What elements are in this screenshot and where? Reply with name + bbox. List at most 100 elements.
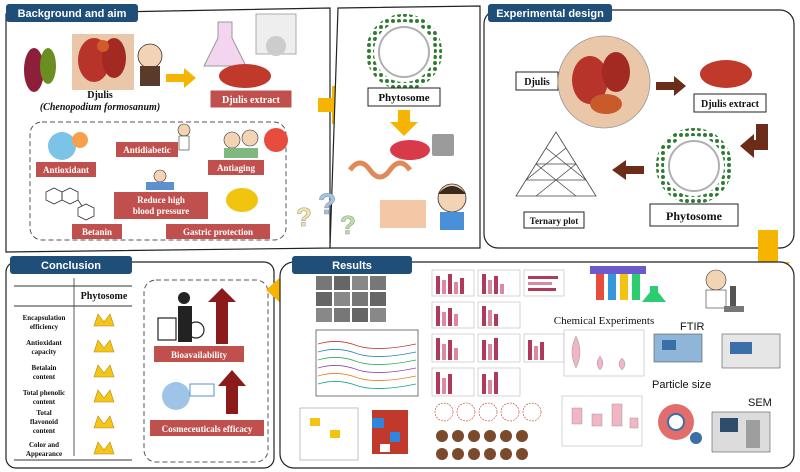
antidiabetic-label: Antidiabetic: [123, 145, 171, 155]
particle-size-label: Particle size: [652, 379, 711, 391]
table-header: Phytosome: [81, 291, 128, 302]
extract-label-box: [209, 89, 293, 109]
panel-phytosome: Phytosome ? ? ?: [296, 5, 481, 249]
exp-phytosome-icon: [656, 128, 732, 204]
crown-icon: [93, 339, 115, 353]
row-label-phenolic-2: content: [33, 398, 56, 406]
blood-pressure-label-1: Reduce high: [137, 195, 185, 205]
sem-images-grid: [316, 276, 386, 322]
bioavailability-label-box: [154, 346, 244, 362]
row-label-color-1: Color and: [29, 441, 59, 449]
phytosome-icon: [366, 14, 442, 90]
sem-label: SEM: [748, 397, 772, 409]
blood-pressure-icon: [146, 169, 174, 190]
exp-extract-label-box: [693, 93, 767, 113]
test-tubes-icon: [590, 266, 666, 302]
row-label-flavonoid-1: Total: [36, 409, 51, 417]
phytosome-label-box: [367, 87, 441, 107]
row-label-antioxidant-1: Antioxidant: [26, 339, 62, 347]
ternary-plot-icon: [515, 131, 597, 197]
person-icon: [177, 123, 191, 151]
exp-djulis-label: Djulis: [524, 77, 550, 88]
row-label-antioxidant-2: capacity: [32, 348, 57, 356]
crown-icon: [93, 313, 115, 327]
antidiabetic-label-box: [116, 142, 178, 157]
betanin-label: Betanin: [82, 227, 112, 237]
exp-djulis-image: [557, 35, 651, 129]
cosmeceuticals-icon: [162, 370, 246, 414]
panel-experimental: Experimental design Djulis Djulis extrac…: [483, 4, 795, 249]
row-label-betalain-1: Betalain: [32, 364, 57, 372]
arrow-exp-to-extract: [656, 76, 686, 96]
particle-size-icon: [658, 404, 702, 444]
row-label-phenolic-1: Total phenolic: [23, 389, 65, 397]
cosmeceuticals-label: Cosmeceuticals efficacy: [162, 424, 253, 434]
gastric-label-box: [166, 224, 270, 239]
cosmeceuticals-label-box: [150, 420, 264, 436]
arrow-to-ternary: [612, 160, 644, 180]
exp-extract-label: Djulis extract: [701, 99, 760, 110]
conclusion-outcome-box: [143, 279, 269, 463]
experimental-title-tab: [488, 4, 612, 22]
arrow-down-phytosome: [390, 110, 418, 136]
mouth-pill-icon: [390, 134, 454, 160]
row-label-flavonoid-3: content: [33, 427, 56, 435]
sample-dishes: [436, 430, 528, 460]
microscope-person-icon: [705, 269, 744, 312]
djulis-latin: (Chenopodium formosanum): [40, 102, 160, 113]
thinking-boy-icon: [437, 183, 467, 230]
bioavailability-icon: [157, 288, 236, 344]
gastric-label: Gastric protection: [183, 227, 253, 237]
ftir-spectra-plot: [315, 329, 419, 397]
stomach-icon: [226, 188, 258, 212]
background-title: Background and aim: [18, 8, 127, 20]
exp-phytosome-label: Phytosome: [666, 209, 723, 223]
djulis-name: Djulis: [87, 90, 113, 101]
question-marks-icon: ? ? ?: [296, 188, 356, 241]
betanin-label-box: [72, 224, 122, 239]
svg-text:?: ?: [340, 210, 356, 240]
couple-icon: [223, 129, 259, 158]
djulis-plant-image: [24, 34, 163, 92]
antiaging-label: Antiaging: [217, 163, 256, 173]
antioxidant-icon: [48, 132, 88, 160]
correlation-heatmap: [299, 407, 408, 461]
sem-instrument-icon: [711, 411, 771, 453]
row-label-betalain-2: content: [33, 373, 56, 381]
chemical-label: Chemical Experiments: [554, 315, 655, 327]
arrow-exp-down: [740, 124, 768, 158]
results-title: Results: [332, 260, 372, 272]
row-label-encapsulation-1: Encapsulation: [23, 314, 66, 322]
row-label-color-2: Appearance: [26, 450, 62, 458]
violin-plot: [563, 329, 645, 377]
experimental-title: Experimental design: [496, 8, 604, 20]
conclusion-title-tab: [10, 256, 132, 274]
panel-background: Background and aim Djulis (Chenopodium f…: [5, 4, 331, 253]
svg-text:?: ?: [296, 202, 312, 232]
spectrophotometer-icon: [721, 333, 781, 369]
betanin-molecule-icon: [45, 187, 95, 221]
panel-conclusion: Conclusion Phytosome Encapsulation effic…: [5, 256, 275, 469]
results-title-tab: [292, 256, 412, 274]
crown-icon: [93, 415, 115, 429]
blood-pressure-label-2: blood pressure: [133, 206, 189, 216]
benefits-box: [29, 121, 287, 241]
antioxidant-label-box: [36, 162, 96, 177]
ternary-label-box: [523, 211, 585, 229]
arrow-to-extract: [166, 68, 196, 88]
panel-results: Results: [279, 256, 795, 469]
skin-layer-icon: [380, 200, 426, 228]
crown-icon: [93, 441, 115, 455]
bioavailability-label: Bioavailability: [171, 350, 228, 360]
radar-plots: [434, 402, 542, 422]
intestine-icon: [347, 160, 413, 180]
extract-label: Djulis extract: [222, 95, 281, 106]
antioxidant-label: Antioxidant: [43, 165, 89, 175]
extract-powder-icon: [219, 64, 271, 88]
phytosome-label: Phytosome: [378, 92, 429, 104]
row-label-encapsulation-2: efficiency: [30, 323, 59, 331]
crown-icon: [93, 364, 115, 378]
background-title-tab: [6, 4, 138, 22]
thumbs-up-icon: [264, 128, 288, 152]
